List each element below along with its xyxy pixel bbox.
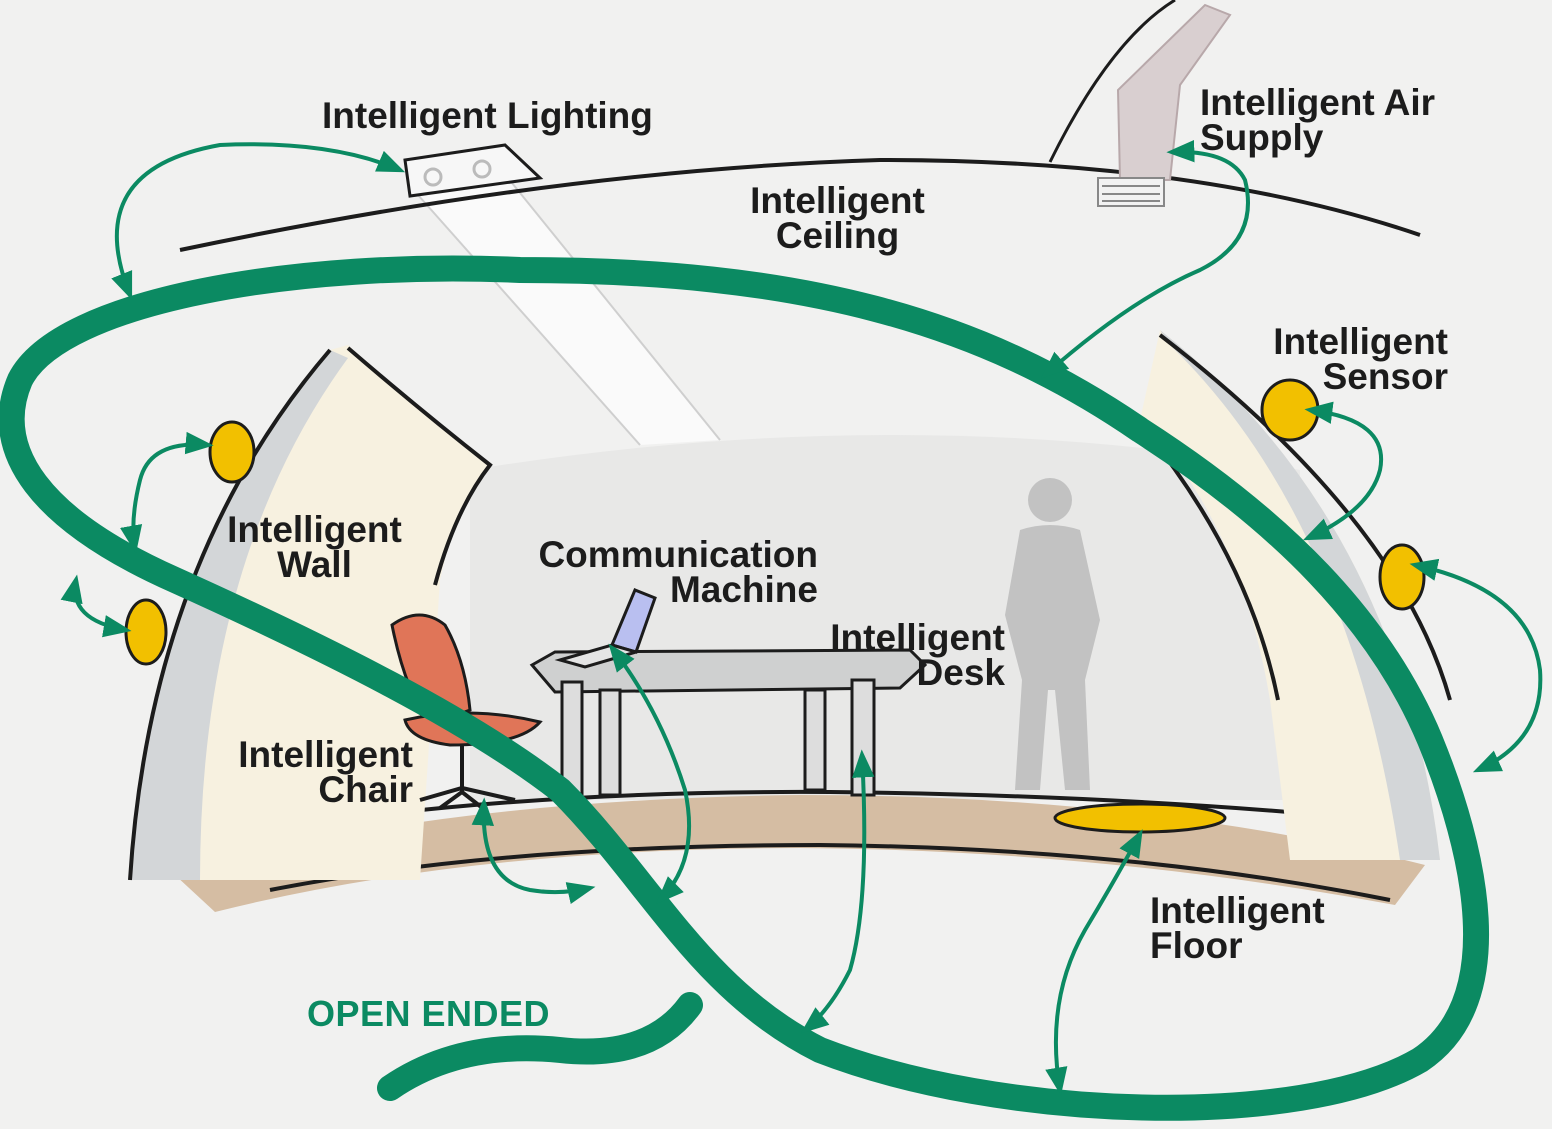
left-wall bbox=[128, 345, 493, 881]
arrow-floor bbox=[1045, 829, 1143, 1096]
arrow-chair bbox=[471, 797, 596, 904]
label-intelligent-lighting: Intelligent Lighting bbox=[322, 95, 653, 136]
label-intelligent-ceiling: Intelligent Ceiling bbox=[735, 180, 940, 256]
ceiling-light-icon bbox=[403, 143, 544, 198]
arrow-sensor-top-right bbox=[1302, 401, 1384, 541]
label-sensor-line-1: Intelligent bbox=[1273, 321, 1448, 362]
arrow-wall-sensor-bottom bbox=[60, 574, 132, 638]
label-desk-line-2: Desk bbox=[916, 652, 1005, 693]
label-desk-line-1: Intelligent bbox=[830, 617, 1005, 658]
arrow-sensor-bottom-right bbox=[1409, 558, 1543, 773]
label-open-ended: OPEN ENDED bbox=[307, 993, 551, 1034]
arrow-air-supply bbox=[1040, 140, 1250, 379]
label-floor-line-2: Floor bbox=[1150, 925, 1243, 966]
person-silhouette-icon bbox=[1005, 478, 1100, 790]
sensor-dome-icon bbox=[1378, 543, 1426, 611]
sensor-dome-icon bbox=[124, 598, 168, 666]
label-sensor-line-2: Sensor bbox=[1322, 356, 1448, 397]
connector-arrows bbox=[60, 140, 1543, 1096]
label-floor-line-1: Intelligent bbox=[1150, 890, 1325, 931]
light-beam-edge bbox=[511, 182, 721, 441]
label-intelligent-wall: Intelligent Wall bbox=[212, 509, 417, 585]
arrow-wall-sensor-top bbox=[120, 431, 214, 554]
floor-pad-icon bbox=[1053, 802, 1227, 834]
label-ceiling-line-2: Ceiling bbox=[775, 215, 900, 256]
label-air-line-1: Intelligent Air bbox=[1200, 82, 1436, 123]
open-ended-tail bbox=[377, 992, 703, 1101]
label-communication-machine: Communication Machine bbox=[500, 534, 818, 610]
label-wall-line-1: Intelligent bbox=[227, 509, 402, 550]
label-chair-line-2: Chair bbox=[318, 769, 413, 810]
sensor-dome-icon bbox=[208, 420, 256, 484]
label-comm-line-1: Communication bbox=[538, 534, 818, 575]
label-wall-line-2: Wall bbox=[277, 544, 352, 585]
arrow-lighting bbox=[111, 142, 406, 301]
arrow-desk bbox=[800, 749, 875, 1034]
label-chair-line-1: Intelligent bbox=[238, 734, 413, 775]
label-comm-line-2: Machine bbox=[669, 569, 818, 610]
light-beam bbox=[418, 183, 720, 445]
label-intelligent-sensor: Intelligent Sensor bbox=[1240, 321, 1448, 397]
label-intelligent-air-supply: Intelligent Air Supply bbox=[1200, 82, 1436, 158]
label-intelligent-desk: Intelligent Desk bbox=[795, 617, 1005, 693]
label-intelligent-chair: Intelligent Chair bbox=[205, 734, 413, 810]
label-ceiling-line-1: Intelligent bbox=[750, 180, 925, 221]
label-air-line-2: Supply bbox=[1200, 117, 1324, 158]
network-loop bbox=[0, 255, 1490, 1121]
label-intelligent-floor: Intelligent Floor bbox=[1150, 890, 1325, 966]
light-beam-edge bbox=[417, 194, 641, 446]
arrow-laptop bbox=[608, 643, 692, 904]
